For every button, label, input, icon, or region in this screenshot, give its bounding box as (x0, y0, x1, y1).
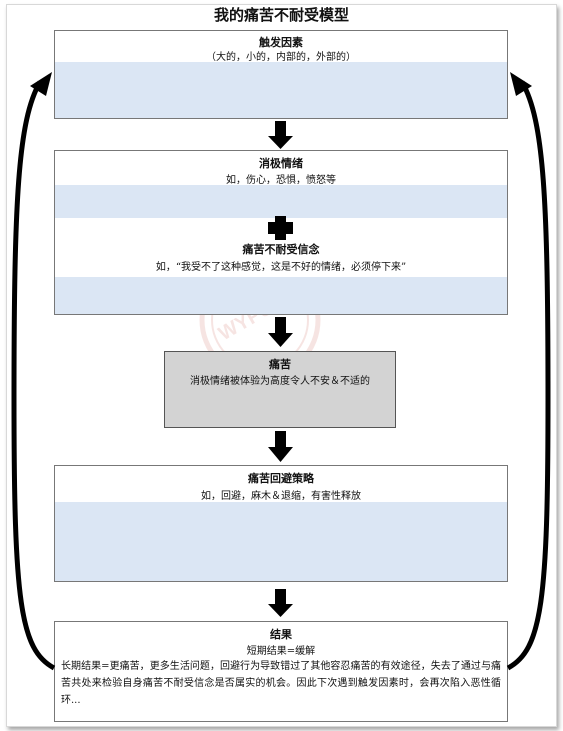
negative-emotions-label: 消极情绪 (259, 157, 303, 170)
outcome-long-term: 长期结果=更痛苦，更多生活问题，回避行为导致错过了其他容忍痛苦的有效途径，失去了… (61, 661, 501, 706)
outcome-short-term: 短期结果=缓解 (246, 646, 316, 657)
intolerance-beliefs-label: 痛苦不耐受信念 (242, 243, 320, 256)
distress-label: 痛苦 (269, 358, 291, 371)
avoidance-detail: 如，回避，麻木＆退缩，有害性释放 (201, 491, 361, 502)
avoidance-box: 痛苦回避策略 如，回避，麻木＆退缩，有害性释放 (54, 465, 508, 582)
triggers-label: 触发因素 (259, 36, 303, 49)
left-feedback-arrow-icon (11, 72, 56, 671)
negative-emotions-detail: 如，伤心，恐惧，愤怒等 (226, 175, 336, 186)
emotions-beliefs-box: 消极情绪 如，伤心，恐惧，愤怒等 痛苦不耐受信念 如，“我受不了这种感觉，这是不… (54, 150, 508, 315)
outcome-box: 结果 短期结果=缓解 长期结果=更痛苦，更多生活问题，回避行为导致错过了其他容忍… (54, 621, 508, 722)
distress-detail: 消极情绪被体验为高度令人不安＆不适的 (190, 376, 370, 387)
intolerance-beliefs-detail: 如，“我受不了这种感觉，这是不好的情绪，必须停下来” (155, 262, 407, 273)
outcome-label: 结果 (270, 628, 292, 641)
down-arrow-icon (268, 589, 293, 617)
down-arrow-icon (268, 121, 293, 149)
down-arrow-icon (268, 431, 293, 462)
distress-box: 痛苦 消极情绪被体验为高度令人不安＆不适的 (164, 351, 396, 428)
plus-icon (268, 216, 293, 240)
right-feedback-arrow-icon (506, 72, 551, 671)
triggers-box: 触发因素 （大的，小的，内部的，外部的） (54, 30, 508, 119)
page-title: 我的痛苦不耐受模型 (213, 6, 349, 24)
triggers-detail: （大的，小的，内部的，外部的） (206, 52, 356, 63)
down-arrow-icon (268, 317, 293, 347)
avoidance-label: 痛苦回避策略 (248, 472, 314, 485)
